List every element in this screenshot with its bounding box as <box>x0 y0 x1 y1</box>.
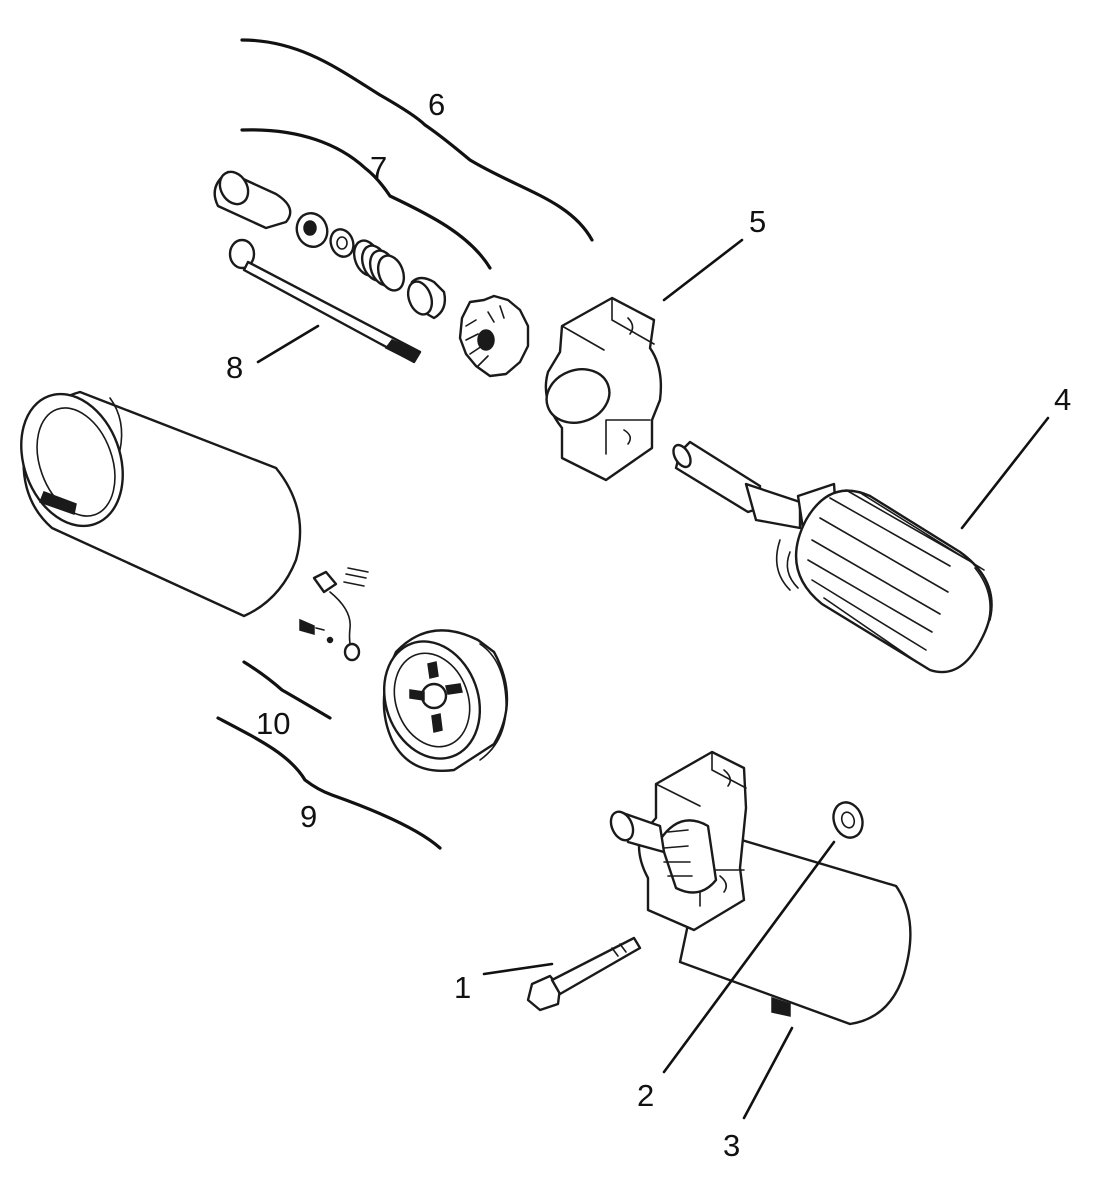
motor-frame <box>20 390 302 618</box>
pinion-gear <box>458 294 530 378</box>
callout-7: 7 <box>370 150 387 185</box>
leader-8 <box>256 324 320 364</box>
callout-8: 8 <box>226 350 243 385</box>
brace-7 <box>240 128 492 270</box>
starter-motor-assembly <box>609 750 912 1026</box>
callout-2: 2 <box>637 1078 654 1113</box>
armature <box>672 440 993 674</box>
callout-6: 6 <box>428 87 445 122</box>
drive-sleeve <box>213 170 292 230</box>
drive-parts <box>213 170 530 378</box>
leader-5 <box>662 238 744 302</box>
callout-1: 1 <box>454 970 471 1005</box>
callout-9: 9 <box>300 799 317 834</box>
callout-4: 4 <box>1054 382 1071 417</box>
brush-end-cap <box>382 629 509 773</box>
leader-1 <box>482 962 554 976</box>
brace-6 <box>240 38 594 242</box>
leader-4 <box>960 416 1050 530</box>
leader-3 <box>742 1026 794 1120</box>
callout-10: 10 <box>256 706 290 741</box>
drive-nut <box>295 212 329 248</box>
brush-parts <box>299 567 369 662</box>
end-bracket <box>544 296 663 482</box>
drive-spring <box>352 239 406 292</box>
brace-9 <box>216 716 442 850</box>
thru-bolt <box>228 238 422 364</box>
callout-5: 5 <box>749 204 766 239</box>
brace-10 <box>242 660 332 720</box>
mounting-bolt <box>526 936 642 1012</box>
drive-collar <box>406 276 447 320</box>
leader-2 <box>662 840 836 1074</box>
callout-3: 3 <box>723 1128 740 1163</box>
drive-washer <box>329 228 355 258</box>
washer-2 <box>832 801 864 839</box>
